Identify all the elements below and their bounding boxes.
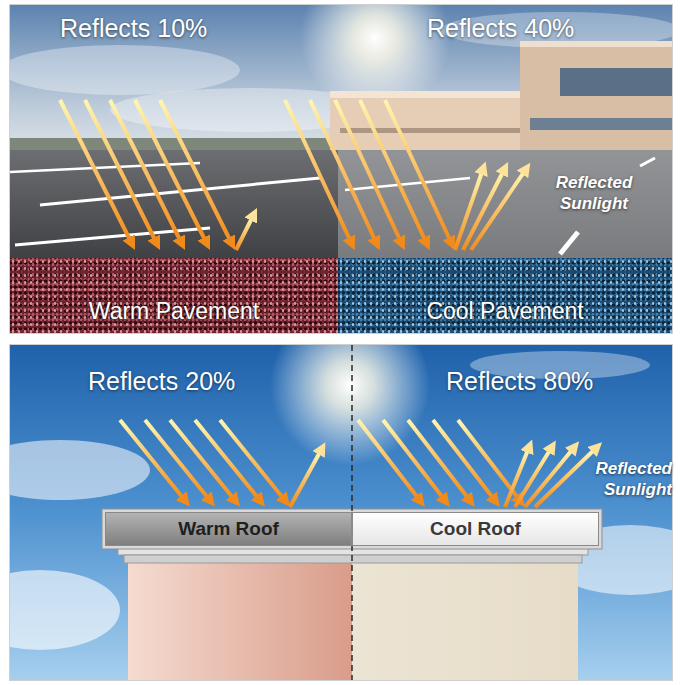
reflected-note: Reflected Sunlight xyxy=(545,172,643,215)
incoming-sunlight xyxy=(310,100,375,240)
incoming-sunlight xyxy=(195,420,258,498)
incoming-sunlight xyxy=(358,420,418,498)
building-wall xyxy=(330,95,525,153)
incoming-sunlight xyxy=(408,420,468,498)
incoming-sunlight xyxy=(458,420,518,498)
reflected-sunlight xyxy=(535,450,594,507)
cool-pavement-band: Cool Pavement xyxy=(338,258,672,333)
incoming-sunlight xyxy=(383,420,443,498)
reflectance-label: Reflects 10% xyxy=(60,14,207,43)
building-windows xyxy=(560,68,672,96)
incoming-sunlight xyxy=(170,420,233,498)
incoming-sunlight xyxy=(335,100,400,240)
warm-roof-box: Warm Roof xyxy=(105,512,352,546)
reflected-sunlight xyxy=(290,452,320,507)
building-tower xyxy=(520,45,672,153)
cloud xyxy=(10,570,120,650)
reflected-sunlight xyxy=(471,172,524,250)
node-text: Cool Pavement xyxy=(426,298,583,325)
reflected-sunlight xyxy=(505,450,528,507)
parking-line xyxy=(15,228,210,245)
reflectance-label: Reflects 20% xyxy=(88,367,235,396)
incoming-sunlight xyxy=(160,100,230,240)
incoming-sunlight xyxy=(120,420,183,498)
incoming-sunlight xyxy=(385,100,450,240)
incoming-sunlight xyxy=(220,420,283,498)
building-wall-warm xyxy=(128,562,352,680)
illustration-bottom xyxy=(10,345,672,680)
roof-eave xyxy=(124,555,582,563)
cloud xyxy=(10,440,150,500)
incoming-sunlight xyxy=(285,100,350,240)
incoming-sunlight xyxy=(145,420,208,498)
parking-line xyxy=(560,232,578,254)
photo-top xyxy=(10,5,672,260)
incoming-sunlight xyxy=(433,420,493,498)
incoming-sunlight xyxy=(360,100,425,240)
building-windows xyxy=(530,118,672,130)
node-text: Cool Roof xyxy=(430,518,521,540)
building-wall xyxy=(128,562,578,680)
reflected-sunlight xyxy=(236,218,252,250)
light-asphalt xyxy=(338,150,672,260)
building-band xyxy=(340,128,520,133)
reflectance-label: Reflects 40% xyxy=(427,14,574,43)
roof-frame xyxy=(102,509,602,549)
cloud xyxy=(10,45,240,95)
node-text: Warm Pavement xyxy=(89,298,259,325)
reflected-note: Reflected Sunlight xyxy=(584,458,672,501)
parking-line xyxy=(345,178,470,190)
building-cornice xyxy=(330,91,525,98)
cool-roof-box: Cool Roof xyxy=(352,512,599,546)
warm-pavement-band: Warm Pavement xyxy=(10,258,338,333)
parking-line xyxy=(640,158,655,166)
reflectance-label: Reflects 80% xyxy=(446,367,593,396)
node-text: Warm Roof xyxy=(178,518,279,540)
